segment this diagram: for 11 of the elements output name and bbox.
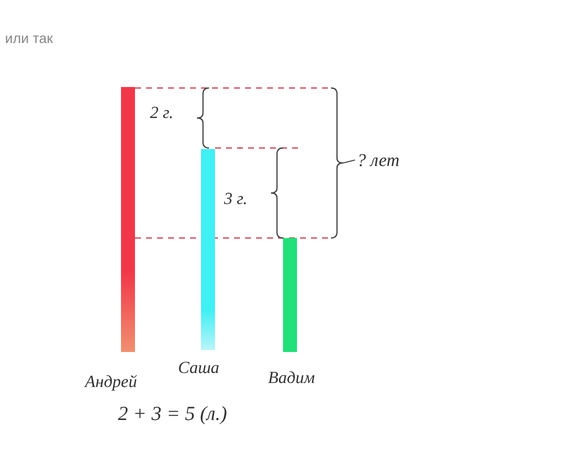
bar	[121, 87, 135, 352]
dimension-label: 2 г.	[150, 103, 174, 123]
equation-text: 2 + 3 = 5 (л.)	[118, 403, 228, 426]
bar	[201, 149, 215, 350]
name-label: Саша	[178, 358, 220, 378]
note-text: или так	[5, 30, 53, 46]
name-label: Андрей	[85, 372, 137, 392]
bar	[283, 238, 297, 352]
name-label: Вадим	[268, 368, 315, 388]
dimension-label: ? лет	[357, 150, 400, 171]
dimension-label: 3 г.	[224, 189, 248, 209]
